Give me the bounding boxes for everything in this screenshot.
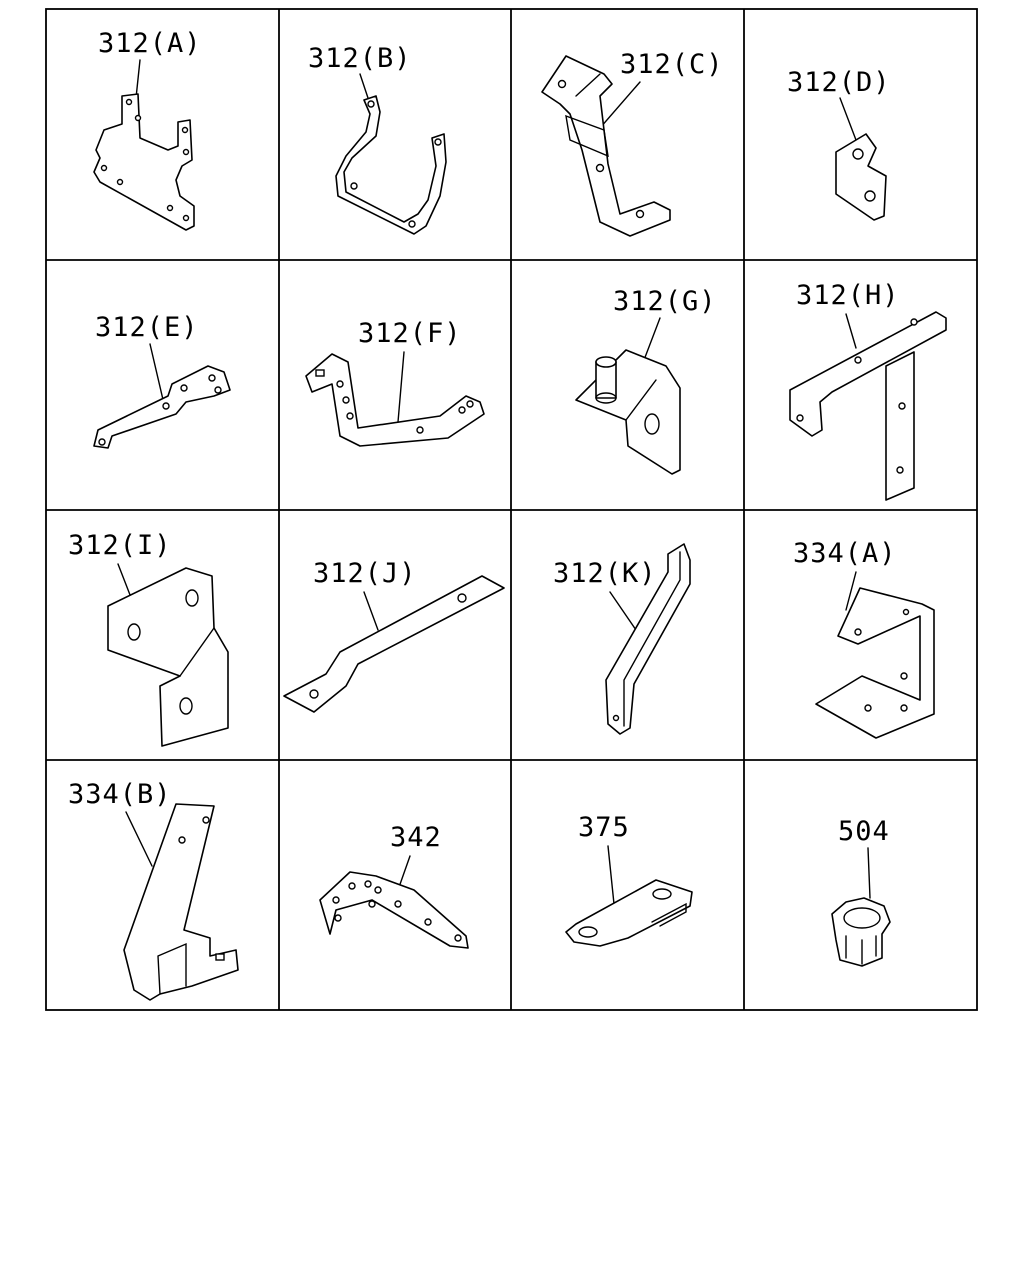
part-label-312d: 312(D)	[787, 67, 891, 98]
part-label-312h: 312(H)	[796, 280, 900, 311]
part-label-334b: 334(B)	[68, 779, 172, 810]
part-312b[interactable]: 312(B)	[308, 43, 447, 235]
part-label-312j: 312(J)	[313, 558, 417, 589]
part-504[interactable]: 504	[831, 816, 891, 967]
part-label-312a: 312(A)	[98, 28, 202, 59]
part-312i[interactable]: 312(I)	[68, 530, 229, 747]
part-label-312b: 312(B)	[308, 43, 412, 74]
part-label-312f: 312(F)	[358, 318, 462, 349]
part-312d[interactable]: 312(D)	[787, 67, 891, 221]
part-label-312i: 312(I)	[68, 530, 172, 561]
parts-grid	[45, 8, 978, 1011]
part-312g[interactable]: 312(G)	[575, 286, 717, 475]
part-312k[interactable]: 312(K)	[553, 543, 691, 735]
part-label-312k: 312(K)	[553, 558, 657, 589]
part-label-312e: 312(E)	[95, 312, 199, 343]
part-label-312c: 312(C)	[620, 49, 724, 80]
part-375[interactable]: 375	[565, 812, 693, 947]
part-312a[interactable]: 312(A)	[93, 28, 202, 231]
part-312c[interactable]: 312(C)	[541, 49, 724, 237]
part-334a[interactable]: 334(A)	[793, 538, 935, 739]
part-312e[interactable]: 312(E)	[93, 312, 231, 449]
part-312h[interactable]: 312(H)	[789, 280, 947, 501]
part-312f[interactable]: 312(F)	[305, 318, 485, 447]
part-342[interactable]: 342	[319, 822, 469, 949]
part-label-312g: 312(G)	[613, 286, 717, 317]
part-label-375: 375	[578, 812, 630, 843]
part-334b[interactable]: 334(B)	[68, 779, 239, 1001]
part-label-504: 504	[838, 816, 890, 847]
part-label-342: 342	[390, 822, 442, 853]
part-312j[interactable]: 312(J)	[283, 558, 505, 713]
part-label-334a: 334(A)	[793, 538, 897, 569]
